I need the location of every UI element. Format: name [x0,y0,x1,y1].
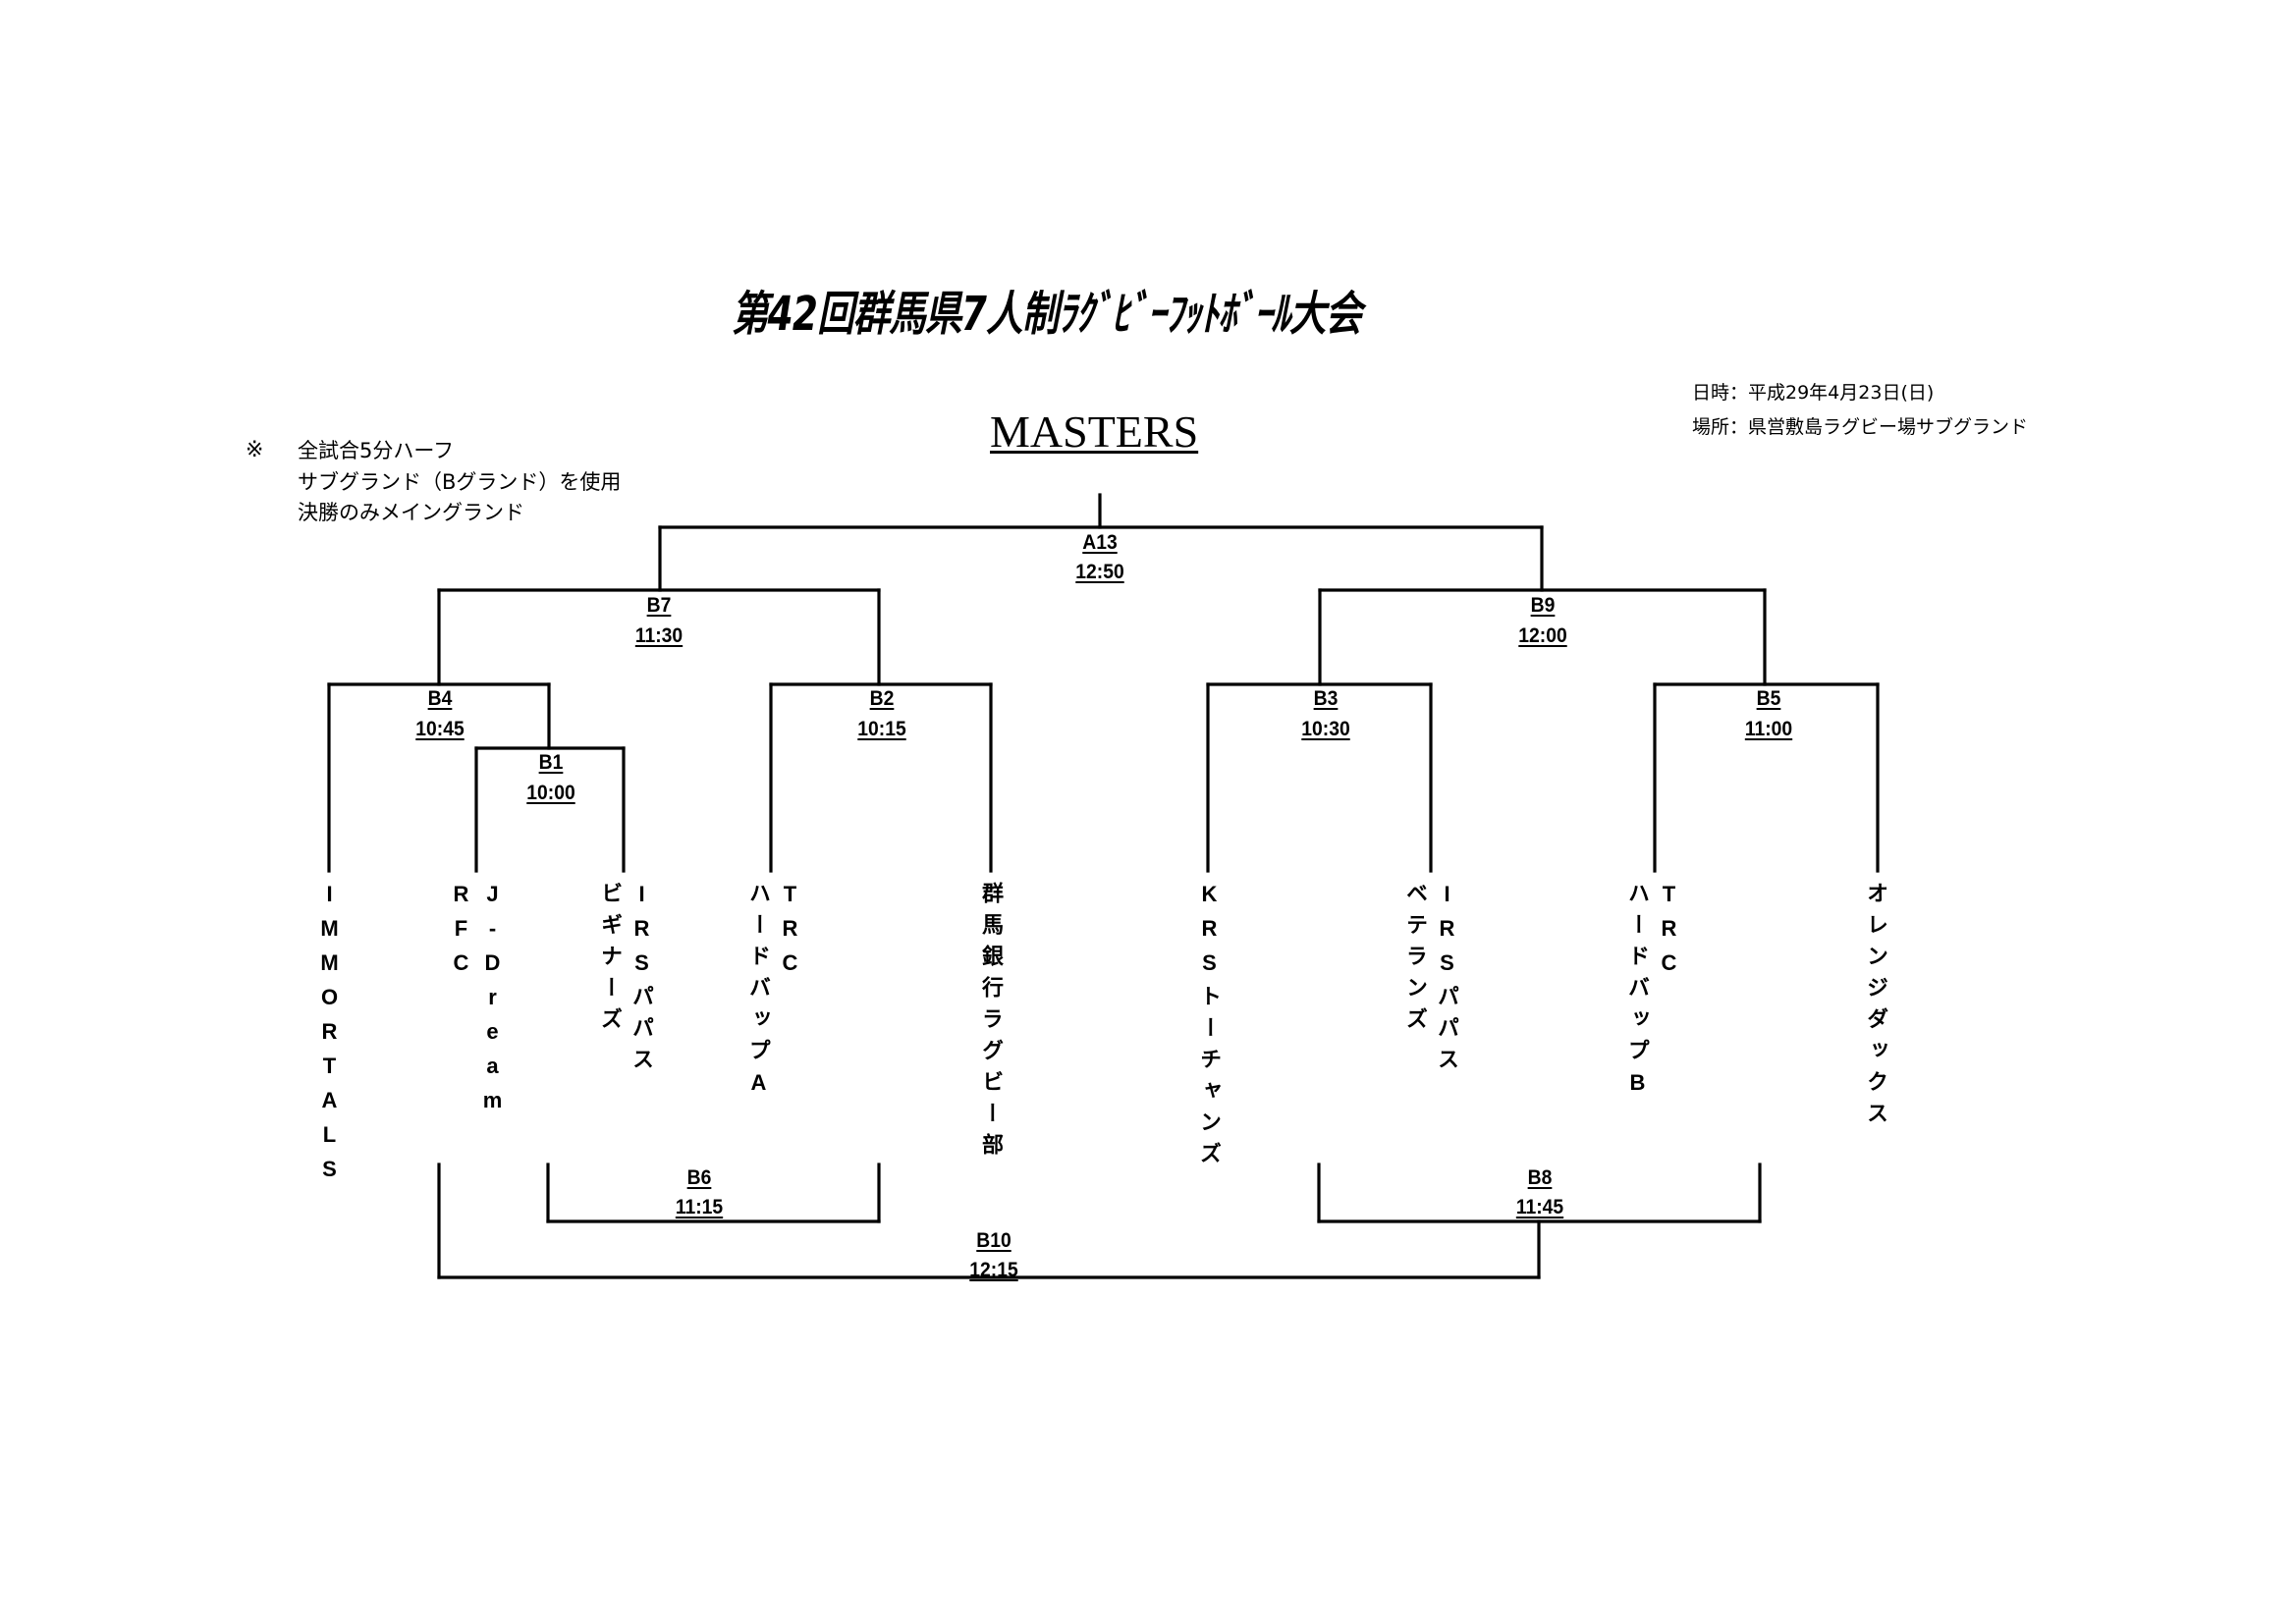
match-id-b7: B7 [646,594,672,617]
match-id-a13: A13 [1082,531,1118,554]
match-time-b6: 11:15 [675,1196,724,1218]
match-id-b6: B6 [686,1166,712,1189]
note-mark: ※ [246,438,264,462]
match-id-b3: B3 [1313,687,1339,710]
team-name-line: ビギナーズ [598,882,623,1039]
note-line: サブグランド（Bグランド）を使用 [298,470,622,494]
note-line: 決勝のみメイングランド [298,501,524,524]
team-immortals: IMMORTALS [313,882,345,1191]
match-id-b4: B4 [427,687,453,710]
team-name-line: TRC [778,882,802,985]
team-name-line: ベテランズ [1403,882,1428,1039]
division-title: MASTERS [990,406,1199,457]
match-time-b1: 10:00 [526,782,575,804]
team-name-line: 群馬銀行ラグビー部 [979,882,1004,1164]
match-id-b9: B9 [1530,594,1556,617]
match-id-b2: B2 [869,687,895,710]
match-time-b2: 10:15 [857,718,906,740]
team-gunma-bank: 群馬銀行ラグビー部 [975,882,1007,1164]
team-trc-hardbop-a: TRC ハードバップA [742,882,805,1105]
match-id-b5: B5 [1756,687,1781,710]
team-name-line: ハードバップA [746,882,771,1105]
match-time-b4: 10:45 [415,718,465,740]
match-id-b1: B1 [538,751,564,774]
match-time-b7: 11:30 [634,624,683,647]
match-id-b10: B10 [976,1229,1011,1252]
team-name-line: KRSトーチャンズ [1197,882,1222,1173]
match-id-b8: B8 [1527,1166,1553,1189]
match-time-b5: 11:00 [1744,718,1793,740]
team-name-line: ハードバップB [1625,882,1650,1105]
team-name-line: IRSパパス [629,882,654,1079]
event-date: 日時：平成29年4月23日(日) [1692,382,1935,404]
team-name-line: IRSパパス [1435,882,1459,1079]
team-j-dream-rfc: J-Dream RFC [445,882,508,1122]
match-time-a13: 12:50 [1075,561,1124,583]
team-name-line: IMMORTALS [317,882,342,1191]
team-name-line: RFC [449,882,473,985]
match-time-b9: 12:00 [1518,624,1567,647]
team-trc-hardbop-b: TRC ハードバップB [1621,882,1684,1105]
event-venue: 場所：県営敷島ラグビー場サブグランド [1692,416,2029,438]
team-irs-papas-veterans: IRSパパス ベテランズ [1399,882,1462,1079]
match-time-b10: 12:15 [969,1259,1018,1281]
team-orange-ducks: オレンジダックス [1860,882,1891,1133]
team-krs-torchans: KRSトーチャンズ [1193,882,1225,1173]
match-time-b8: 11:45 [1515,1196,1564,1218]
team-irs-papas-beginners: IRSパパス ビギナーズ [594,882,657,1079]
team-name-line: J-Dream [480,882,505,1122]
team-name-line: オレンジダックス [1864,882,1888,1133]
match-time-b3: 10:30 [1301,718,1350,740]
tournament-title: 第42回群馬県7人制ﾗｸﾞﾋﾞｰﾌｯﾄﾎﾞｰﾙ大会 [732,287,1362,342]
team-name-line: TRC [1657,882,1681,985]
note-line: 全試合5分ハーフ [298,439,455,462]
